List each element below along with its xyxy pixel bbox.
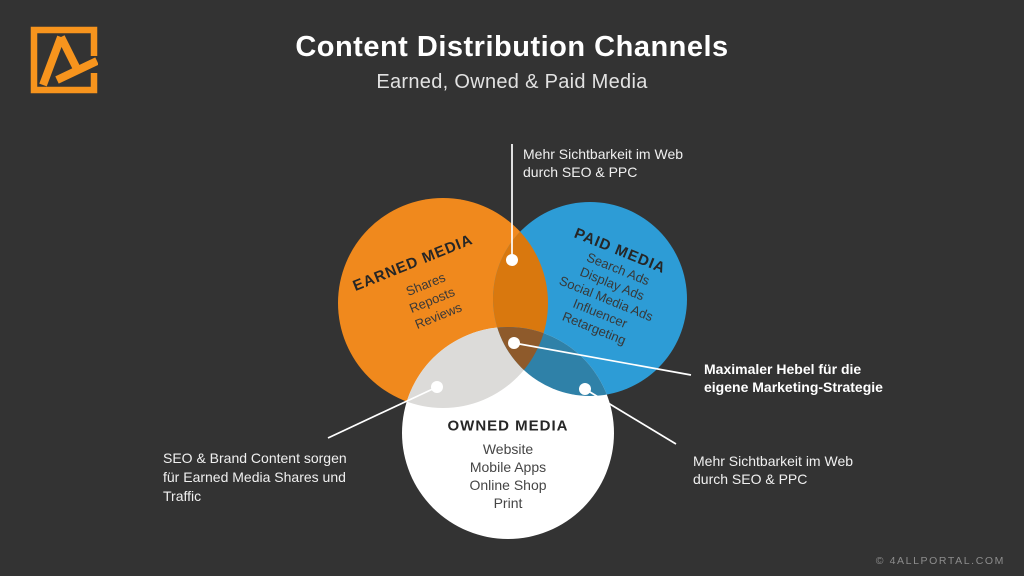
connector-line-bottom-right xyxy=(584,388,677,445)
paid-owned-overlap xyxy=(493,327,614,396)
connector-dot-earned-owned xyxy=(431,381,443,393)
annotation-line: SEO & Brand Content sorgen xyxy=(163,450,347,466)
annotation-bottom-left: SEO & Brand Content sorgen für Earned Me… xyxy=(163,449,347,506)
connector-dot-top xyxy=(506,254,518,266)
connector-dot-center xyxy=(508,337,520,349)
logo-a-left-leg xyxy=(39,35,65,87)
annotation-bottom-right: Mehr Sichtbarkeit im Web durch SEO & PPC xyxy=(693,452,853,488)
annotation-line: Traffic xyxy=(163,488,202,504)
annotation-line: Maximaler Hebel für die xyxy=(704,361,862,377)
annotation-top: Mehr Sichtbarkeit im Web durch SEO & PPC xyxy=(523,145,683,181)
owned-media-items: Website Mobile Apps Online Shop Print xyxy=(469,440,546,512)
connector-line-bottom-left xyxy=(327,386,438,439)
annotation-line: Mehr Sichtbarkeit im Web xyxy=(523,146,684,162)
footer-credit: © 4ALLPORTAL.COM xyxy=(875,555,1005,567)
company-logo xyxy=(30,26,98,94)
connector-line-right xyxy=(513,342,692,376)
owned-item: Print xyxy=(493,495,523,511)
annotation-line: durch SEO & PPC xyxy=(693,471,808,487)
owned-media-label: OWNED MEDIA xyxy=(447,417,569,435)
page-title: Content Distribution Channels xyxy=(295,31,729,63)
annotation-line: eigene Marketing-Strategie xyxy=(704,379,883,395)
4allportal-logo-icon xyxy=(30,26,98,94)
owned-item: Online Shop xyxy=(469,477,547,493)
annotation-right: Maximaler Hebel für die eigene Marketing… xyxy=(704,360,883,396)
owned-item: Website xyxy=(482,441,534,457)
annotation-line: für Earned Media Shares und xyxy=(163,469,346,485)
earned-owned-overlap xyxy=(402,327,548,408)
annotation-line: durch SEO & PPC xyxy=(523,164,638,180)
owned-item: Mobile Apps xyxy=(469,459,547,475)
logo-a-slash xyxy=(55,57,98,84)
annotation-line: Mehr Sichtbarkeit im Web xyxy=(693,453,854,469)
page-subtitle: Earned, Owned & Paid Media xyxy=(376,71,648,93)
logo-a-right-leg xyxy=(57,35,80,69)
connector-dot-paid-owned xyxy=(579,383,591,395)
